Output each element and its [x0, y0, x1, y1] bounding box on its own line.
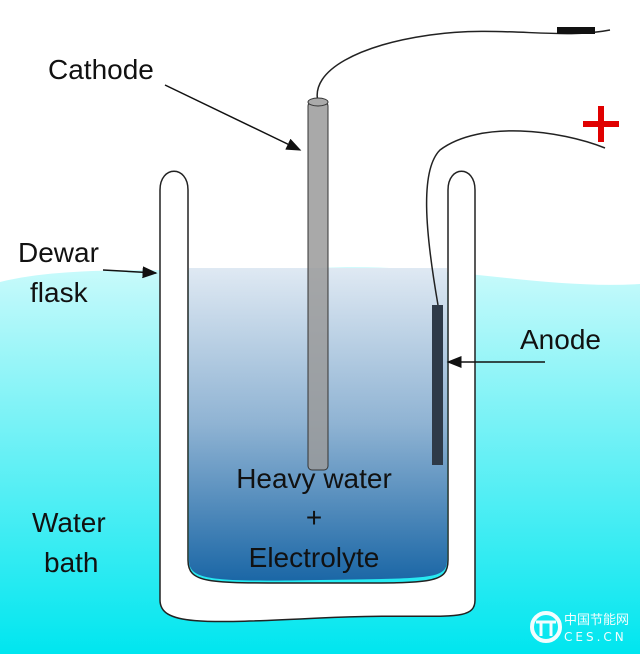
water-label-2: bath [44, 547, 99, 578]
electrolyte-label-3: Electrolyte [249, 542, 380, 573]
positive-sign-icon [583, 106, 619, 142]
dewar-arrow [102, 266, 158, 279]
water-label-1: Water [32, 507, 106, 538]
anode-wire [425, 130, 606, 306]
dewar-label-2: flask [30, 277, 89, 308]
watermark-text-1: 中国节能网 [564, 613, 629, 628]
cathode-arrow [164, 84, 302, 151]
watermark-text-2: CES.CN [564, 630, 627, 644]
watermark-logo: 中国节能网 CES.CN [530, 611, 629, 644]
cathode-wire [316, 29, 611, 103]
anode-label: Anode [520, 324, 601, 355]
anode-plate [432, 305, 443, 465]
cathode-rod [307, 101, 329, 471]
electrolyte-label-2: + [306, 502, 322, 533]
dewar-label-1: Dewar [18, 237, 99, 268]
electrolyte-label-1: Heavy water [236, 463, 392, 494]
dewar-flask [159, 170, 476, 623]
cathode-top [307, 97, 329, 107]
cathode-label: Cathode [48, 54, 154, 85]
negative-sign-icon [557, 27, 595, 34]
